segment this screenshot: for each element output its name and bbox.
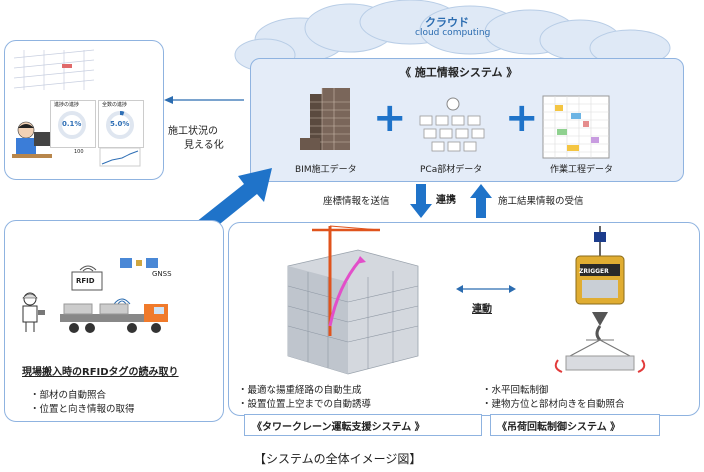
rotation-bullet-1: ・水平回転制御 (482, 385, 549, 396)
schedule-label: 作業工程データ (550, 165, 614, 175)
visualization-caption-line1: 施工状況の (168, 126, 218, 137)
down-arrow-icon (410, 184, 432, 218)
mini-line-chart (99, 147, 141, 167)
truck-icon (60, 303, 168, 333)
dashboard-grid-image (13, 49, 95, 90)
gauge-1-title: 進捗の進捗 (54, 102, 80, 108)
gnss-label: GNSS (152, 270, 172, 278)
device-label: ZRIGGER (579, 268, 609, 275)
gauge-2-title: 全数の進捗 (102, 102, 128, 108)
pca-label: PCa部材データ (420, 165, 483, 175)
rfid-title: 現場搬入時のRFIDタグの読み取り (22, 367, 179, 378)
gauge-panel-1 (50, 100, 96, 148)
gauge-2-ring (106, 111, 134, 139)
arrow-left-icon (164, 96, 244, 104)
rfid-bullet-1: ・部材の自動照合 (30, 390, 107, 401)
rfid-bullet-2: ・位置と向き情報の取得 (30, 404, 135, 415)
rotation-system-title: 《吊荷回転制御システム 》 (497, 422, 621, 433)
rotation-bullet-2: ・建物方位と部材向きを自動照合 (482, 399, 625, 410)
gauge-panel-2 (98, 100, 144, 148)
gauge-1-ring (58, 111, 86, 139)
pca-parts-icon (419, 97, 485, 152)
figure-caption: 【システムの全体イメージ図】 (254, 452, 422, 466)
crane-title-box (244, 414, 482, 436)
mini-value: 100 (74, 149, 84, 155)
cloud-subtitle: cloud computing (415, 28, 491, 38)
crane-bullet-2: ・設置位置上空までの自動誘導 (238, 399, 372, 410)
crane-bullet-1: ・最適な揚重経路の自動生成 (238, 385, 362, 396)
visualization-caption-line2: 見える化 (184, 140, 224, 151)
send-coordinates-label: 座標情報を送信 (323, 196, 390, 207)
receive-results-label: 施工結果情報の受信 (498, 196, 584, 207)
rfid-tag-label: RFID (76, 277, 95, 285)
operator-at-desk-icon (12, 121, 52, 158)
schedule-chart-icon (542, 95, 610, 159)
worker-with-reader-icon (22, 292, 45, 332)
crane-system-title: 《タワークレーン運転支援システム 》 (252, 422, 425, 433)
gauge-1-value: 0.1% (62, 120, 82, 128)
link-label: 連携 (436, 195, 456, 206)
tower-crane-building-image (287, 225, 419, 375)
up-arrow-icon (470, 184, 492, 218)
signal-waves-icon (113, 298, 131, 305)
bim-building-model (300, 88, 350, 150)
interlock-double-arrow-icon (456, 285, 516, 293)
satellite-icon (120, 258, 158, 268)
rotation-title-box (490, 414, 660, 436)
system-title: 《 施工情報システム 》 (400, 66, 518, 79)
interlock-label: 連動 (472, 304, 492, 315)
rotation-control-device-image (554, 226, 646, 373)
gauge-2-value: 5.0% (110, 120, 130, 128)
plus-icon: + (373, 95, 407, 141)
cloud-title: クラウド (425, 16, 469, 29)
rfid-tag-icon (71, 265, 103, 291)
bim-label: BIM施工データ (295, 165, 357, 175)
plus-icon: + (505, 95, 539, 141)
